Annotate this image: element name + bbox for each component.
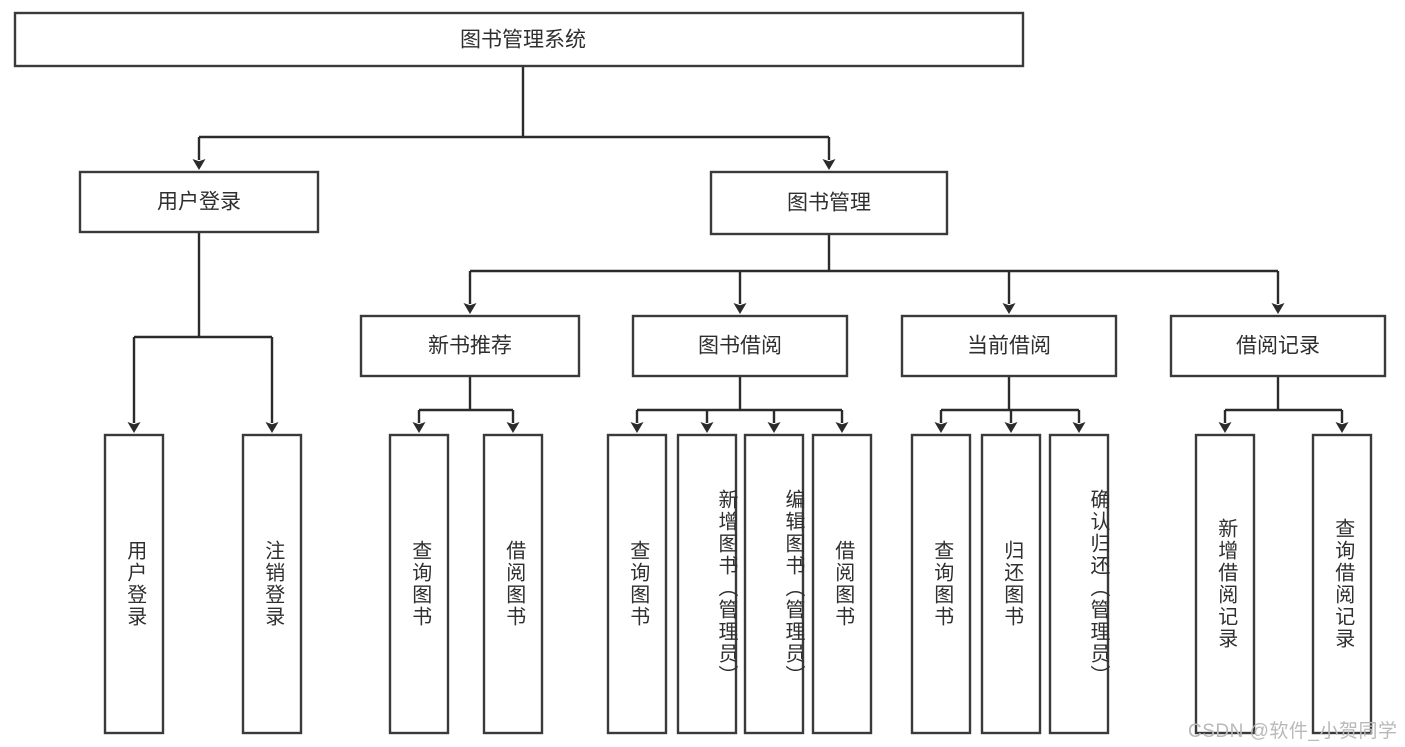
node-label-root: 图书管理系统 — [460, 29, 586, 52]
watermark-text: CSDN @软件_小贺同学 — [1188, 721, 1398, 742]
node-box-borrow-query-book[interactable] — [606, 433, 668, 735]
node-box-book-borrow[interactable] — [631, 314, 849, 378]
node-box-records-query-record[interactable] — [1311, 433, 1373, 735]
node-box-recommend-borrow-book[interactable] — [482, 433, 544, 735]
node-label-current-borrow: 当前借阅 — [967, 335, 1051, 358]
node-box-user-login[interactable] — [78, 170, 320, 234]
node-box-user-login-logout[interactable] — [241, 433, 303, 735]
node-label-borrow-records: 借阅记录 — [1236, 335, 1320, 358]
node-label-new-book-recommend: 新书推荐 — [428, 335, 512, 358]
node-box-user-login-login[interactable] — [103, 433, 165, 735]
node-box-current-return-book[interactable] — [980, 433, 1042, 735]
node-box-root[interactable] — [13, 11, 1025, 68]
node-label-book-management: 图书管理 — [787, 192, 871, 215]
node-box-records-add-record[interactable] — [1194, 433, 1256, 735]
node-label-book-borrow: 图书借阅 — [698, 335, 782, 358]
node-box-borrow-add-book[interactable] — [676, 433, 738, 735]
node-box-borrow-edit-book[interactable] — [743, 433, 805, 735]
node-box-current-confirm-return[interactable] — [1048, 433, 1110, 735]
node-box-borrow-borrow-book[interactable] — [811, 433, 873, 735]
connector-layer — [127, 66, 1349, 433]
node-box-current-borrow[interactable] — [900, 314, 1118, 378]
node-box-new-book-recommend[interactable] — [359, 314, 581, 378]
node-box-borrow-records[interactable] — [1169, 314, 1387, 378]
node-box-book-management[interactable] — [709, 170, 949, 236]
node-box-recommend-query-book[interactable] — [388, 433, 450, 735]
node-box-current-query-book[interactable] — [910, 433, 972, 735]
node-label-user-login: 用户登录 — [157, 191, 241, 214]
node-layer: 图书管理系统 用户登录 图书管理 新书推荐 图书借阅 当前借阅 借阅记录 — [13, 11, 1387, 735]
